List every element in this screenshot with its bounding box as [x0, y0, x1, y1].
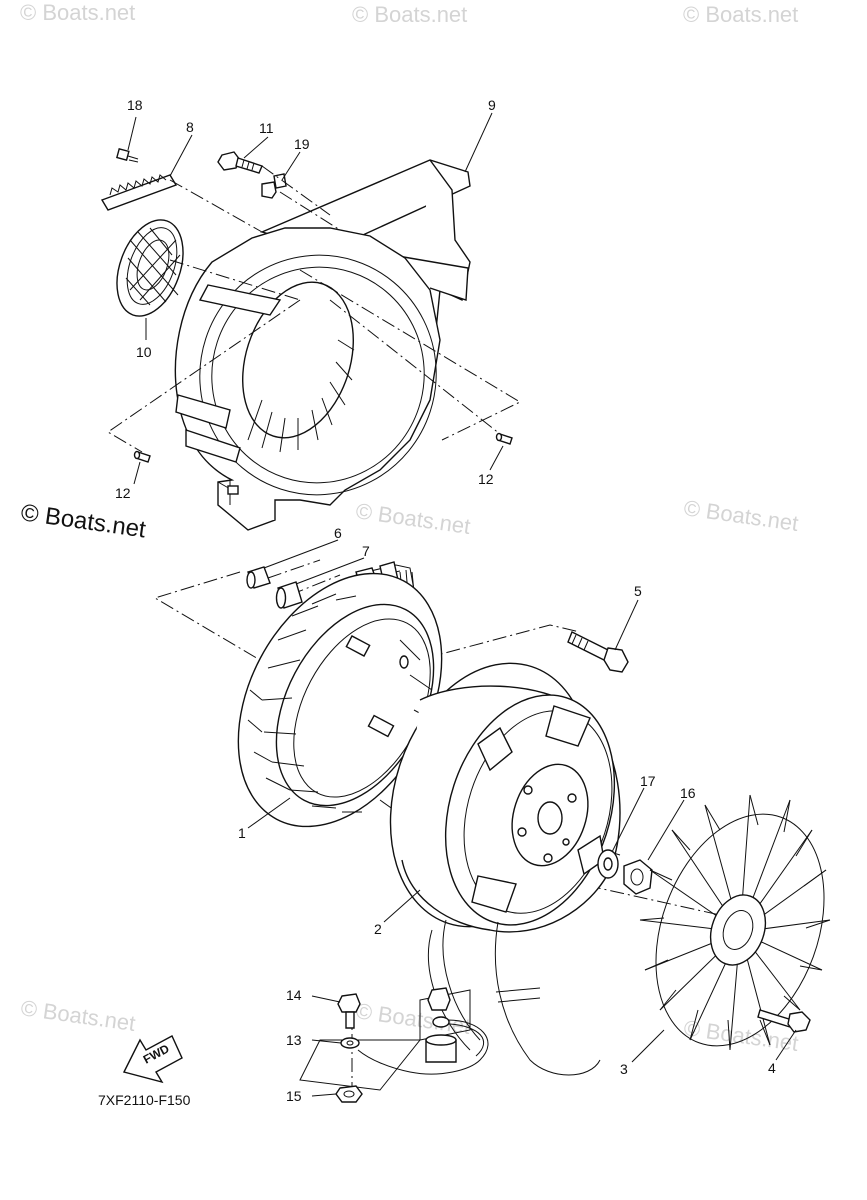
callout-10: 10 — [136, 344, 152, 360]
cooling-fan-part — [639, 794, 831, 1051]
callout-17: 17 — [640, 773, 656, 789]
bolt-part — [217, 151, 263, 174]
callout-13: 13 — [286, 1032, 302, 1048]
nut-part — [623, 859, 653, 895]
grille-part — [116, 219, 184, 317]
callout-3: 3 — [620, 1061, 628, 1077]
callout-14: 14 — [286, 987, 302, 1003]
clip-part — [261, 173, 287, 199]
collar-part — [275, 581, 303, 609]
screw-part — [116, 147, 139, 163]
callout-16: 16 — [680, 785, 696, 801]
callout-11: 11 — [259, 120, 274, 136]
callout-15: 15 — [286, 1088, 302, 1104]
callout-2: 2 — [374, 921, 382, 937]
watermark: © Boats.net — [20, 0, 135, 25]
callout-4: 4 — [768, 1060, 776, 1076]
watermark-main: © Boats.net — [19, 499, 148, 543]
watermark: © Boats.net — [352, 2, 467, 27]
watermark: © Boats.net — [354, 498, 472, 539]
watermark: © Boats.net — [682, 495, 800, 536]
collar-part — [246, 566, 271, 589]
dowel-pin-part — [133, 450, 151, 463]
callout-8: 8 — [186, 119, 194, 135]
callout-6: 6 — [334, 525, 342, 541]
watermark: © Boats.net — [19, 995, 137, 1036]
ground-screw-part — [337, 993, 361, 1029]
ground-nut-part — [335, 1085, 363, 1103]
dowel-pin-part — [495, 432, 513, 445]
callout-12: 12 — [478, 471, 494, 487]
washer-part — [597, 849, 619, 879]
callout-12: 12 — [115, 485, 131, 501]
fan-bolt-part — [757, 1009, 811, 1033]
callout-18: 18 — [127, 97, 143, 113]
fan-housing-part — [174, 159, 471, 531]
flywheel-part — [389, 662, 621, 933]
callout-7: 7 — [362, 543, 370, 559]
callout-19: 19 — [294, 136, 310, 152]
fwd-arrow-icon: FWD — [122, 1035, 183, 1084]
callout-1: 1 — [238, 825, 246, 841]
ground-washer-part — [340, 1037, 360, 1049]
watermark: © Boats.net — [683, 2, 798, 27]
stator-bolt-part — [567, 631, 629, 673]
strip-part — [100, 174, 178, 211]
diagram-code: 7XF2110-F150 — [98, 1092, 191, 1108]
callout-9: 9 — [488, 97, 496, 113]
callout-5: 5 — [634, 583, 642, 599]
